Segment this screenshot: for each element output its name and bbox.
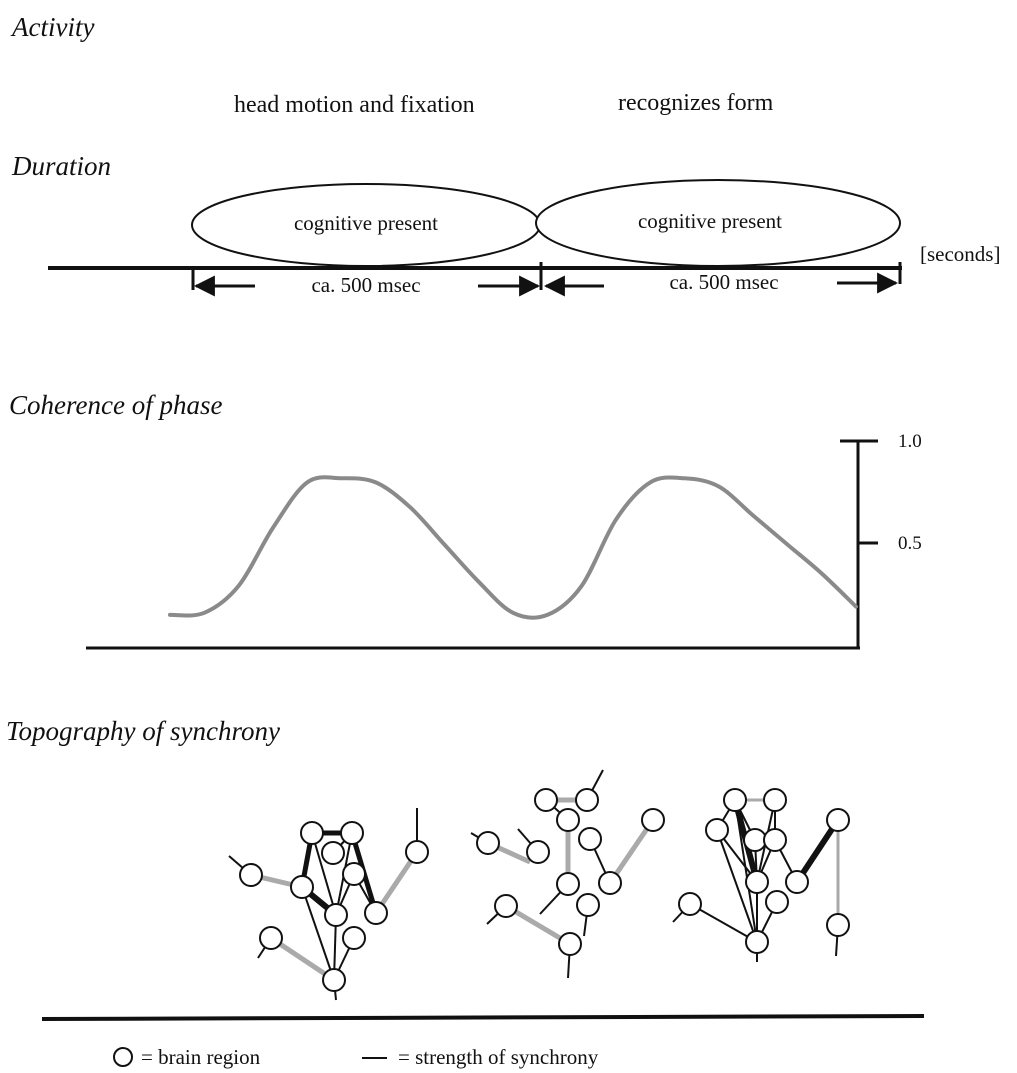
- cognitive-present-label-1: cognitive present: [294, 211, 438, 235]
- activity-item-recognizes-form: recognizes form: [618, 90, 774, 116]
- topography-network-3: [672, 788, 850, 962]
- legend: = brain region = strength of synchrony: [113, 1045, 599, 1069]
- activity-heading: Activity: [10, 12, 94, 42]
- brain-region-circle: [324, 903, 348, 927]
- brain-region-circle: [290, 875, 314, 899]
- brain-region-circle: [826, 808, 850, 832]
- legend-brain-region-label: = brain region: [141, 1045, 261, 1069]
- brain-region-circle: [534, 788, 558, 812]
- brain-region-circle: [763, 828, 787, 852]
- brain-region-circle: [745, 930, 769, 954]
- network-1-link: [269, 935, 336, 983]
- brain-region-circle: [745, 870, 769, 894]
- brain-region-circle: [785, 870, 809, 894]
- brain-region-circle: [723, 788, 747, 812]
- brain-region-circle: [556, 808, 580, 832]
- brain-region-circle: [364, 901, 388, 925]
- network-3-link: [734, 799, 758, 943]
- brain-region-circle: [705, 818, 729, 842]
- brain-region-circle: [300, 821, 324, 845]
- brain-region-circle: [578, 827, 602, 851]
- network-1-link: [373, 850, 420, 915]
- brain-region-circle: [259, 926, 283, 950]
- brain-region-circle: [576, 893, 600, 917]
- topography-network-1: [228, 808, 429, 1001]
- cognitive-present-label-2: cognitive present: [638, 209, 782, 233]
- brain-region-circle: [340, 821, 364, 845]
- brain-region-circle: [743, 828, 767, 852]
- brain-region-circle: [342, 926, 366, 950]
- network-1-link: [301, 886, 335, 981]
- coherence-chart: 1.0 0.5: [86, 431, 922, 650]
- brain-region-circle: [558, 932, 582, 956]
- brain-region-circle: [826, 913, 850, 937]
- brain-region-circle: [763, 788, 787, 812]
- brain-region-circle: [322, 968, 346, 992]
- duration-heading: Duration: [11, 151, 111, 181]
- coherence-tick-label-0-5: 0.5: [898, 533, 922, 554]
- network-3-link: [716, 829, 758, 943]
- brain-region-circle: [476, 831, 500, 855]
- brain-region-circle: [239, 863, 263, 887]
- brain-region-circle: [598, 871, 622, 895]
- topography-baseline: [41, 1014, 925, 1021]
- topography-network-2: [470, 769, 665, 979]
- network-1-link: [311, 832, 337, 916]
- brain-region-circle: [494, 894, 518, 918]
- brain-region-circle: [765, 890, 789, 914]
- network-3-link: [689, 903, 758, 943]
- brain-region-circle: [575, 788, 599, 812]
- coherence-heading: Coherence of phase: [9, 390, 222, 420]
- network-3-link: [794, 818, 841, 884]
- activity-item-head-motion: head motion and fixation: [234, 92, 475, 118]
- legend-synchrony-label: = strength of synchrony: [398, 1045, 599, 1069]
- network-2-link: [504, 903, 572, 947]
- brain-region-circle: [556, 872, 580, 896]
- coherence-series-line: [168, 475, 858, 620]
- topography-heading: Topography of synchrony: [6, 716, 280, 746]
- interval-label-1: ca. 500 msec: [311, 273, 420, 297]
- brain-region-circle: [342, 862, 366, 886]
- brain-region-circle: [321, 841, 345, 865]
- network-2-link: [607, 818, 656, 885]
- brain-region-circle: [526, 840, 550, 864]
- interval-label-2: ca. 500 msec: [669, 270, 778, 294]
- seconds-axis-label: [seconds]: [920, 242, 1000, 266]
- brain-region-circle: [678, 892, 702, 916]
- legend-brain-region-icon: [113, 1047, 133, 1067]
- coherence-tick-label-1-0: 1.0: [898, 431, 922, 452]
- brain-region-circle: [641, 808, 665, 832]
- duration-timeline: cognitive present cognitive present ca. …: [48, 179, 1000, 297]
- brain-region-circle: [405, 840, 429, 864]
